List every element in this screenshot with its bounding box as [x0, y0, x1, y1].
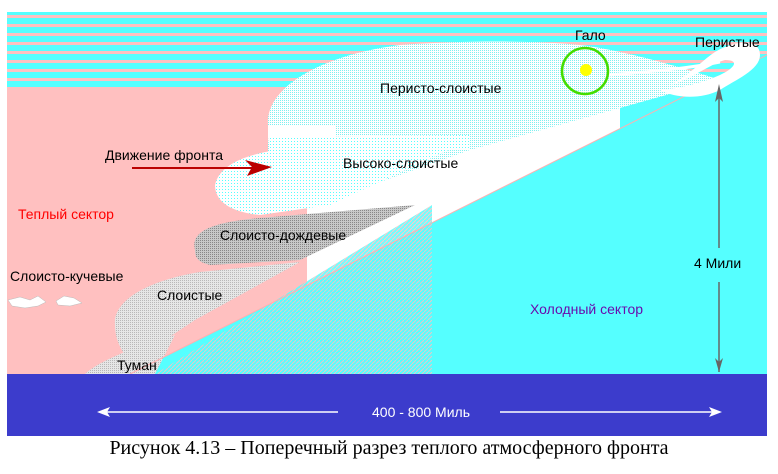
label-stratus: Слоистые: [157, 287, 223, 303]
nimbostratus-cloud: [194, 205, 415, 265]
arrow-right-icon: [709, 407, 722, 417]
fog-area: [85, 335, 175, 374]
label-altostratus: Высоко-слоистые: [343, 155, 458, 171]
front-boundary: [129, 54, 768, 375]
label-cold-sector: Холодный сектор: [530, 301, 643, 317]
front-movement-arrow-icon: [245, 160, 272, 176]
arrow-up-icon: [715, 84, 723, 102]
arrow-down-icon: [715, 358, 723, 372]
altostratus-cloud: [215, 140, 470, 215]
label-halo: Гало: [575, 27, 606, 43]
label-cirrostratus: Перисто-слоистые: [380, 80, 502, 96]
label-front-movement: Движение фронта: [105, 147, 223, 163]
label-cirrus: Перистые: [695, 34, 760, 50]
frontal-mixing-zone: [155, 205, 432, 374]
arrow-left-icon: [97, 407, 110, 417]
label-stratocumulus: Слоисто-кучевые: [10, 268, 124, 284]
label-fog: Туман: [117, 357, 157, 373]
sun-icon: [580, 64, 592, 76]
label-warm-sector: Теплый сектор: [18, 206, 114, 222]
label-height: 4 Мили: [694, 255, 741, 271]
halo-ring: [560, 46, 610, 96]
ground-band: [7, 374, 767, 436]
cirrus-cloud: [660, 42, 760, 97]
label-nimbostratus: Слоисто-дождевые: [220, 227, 346, 243]
stratus-cloud: [114, 262, 300, 355]
figure-caption: Рисунок 4.13 – Поперечный разрез теплого…: [109, 437, 669, 459]
stratocumulus-cloud: [7, 295, 47, 309]
label-distance: 400 - 800 Миль: [372, 404, 470, 420]
